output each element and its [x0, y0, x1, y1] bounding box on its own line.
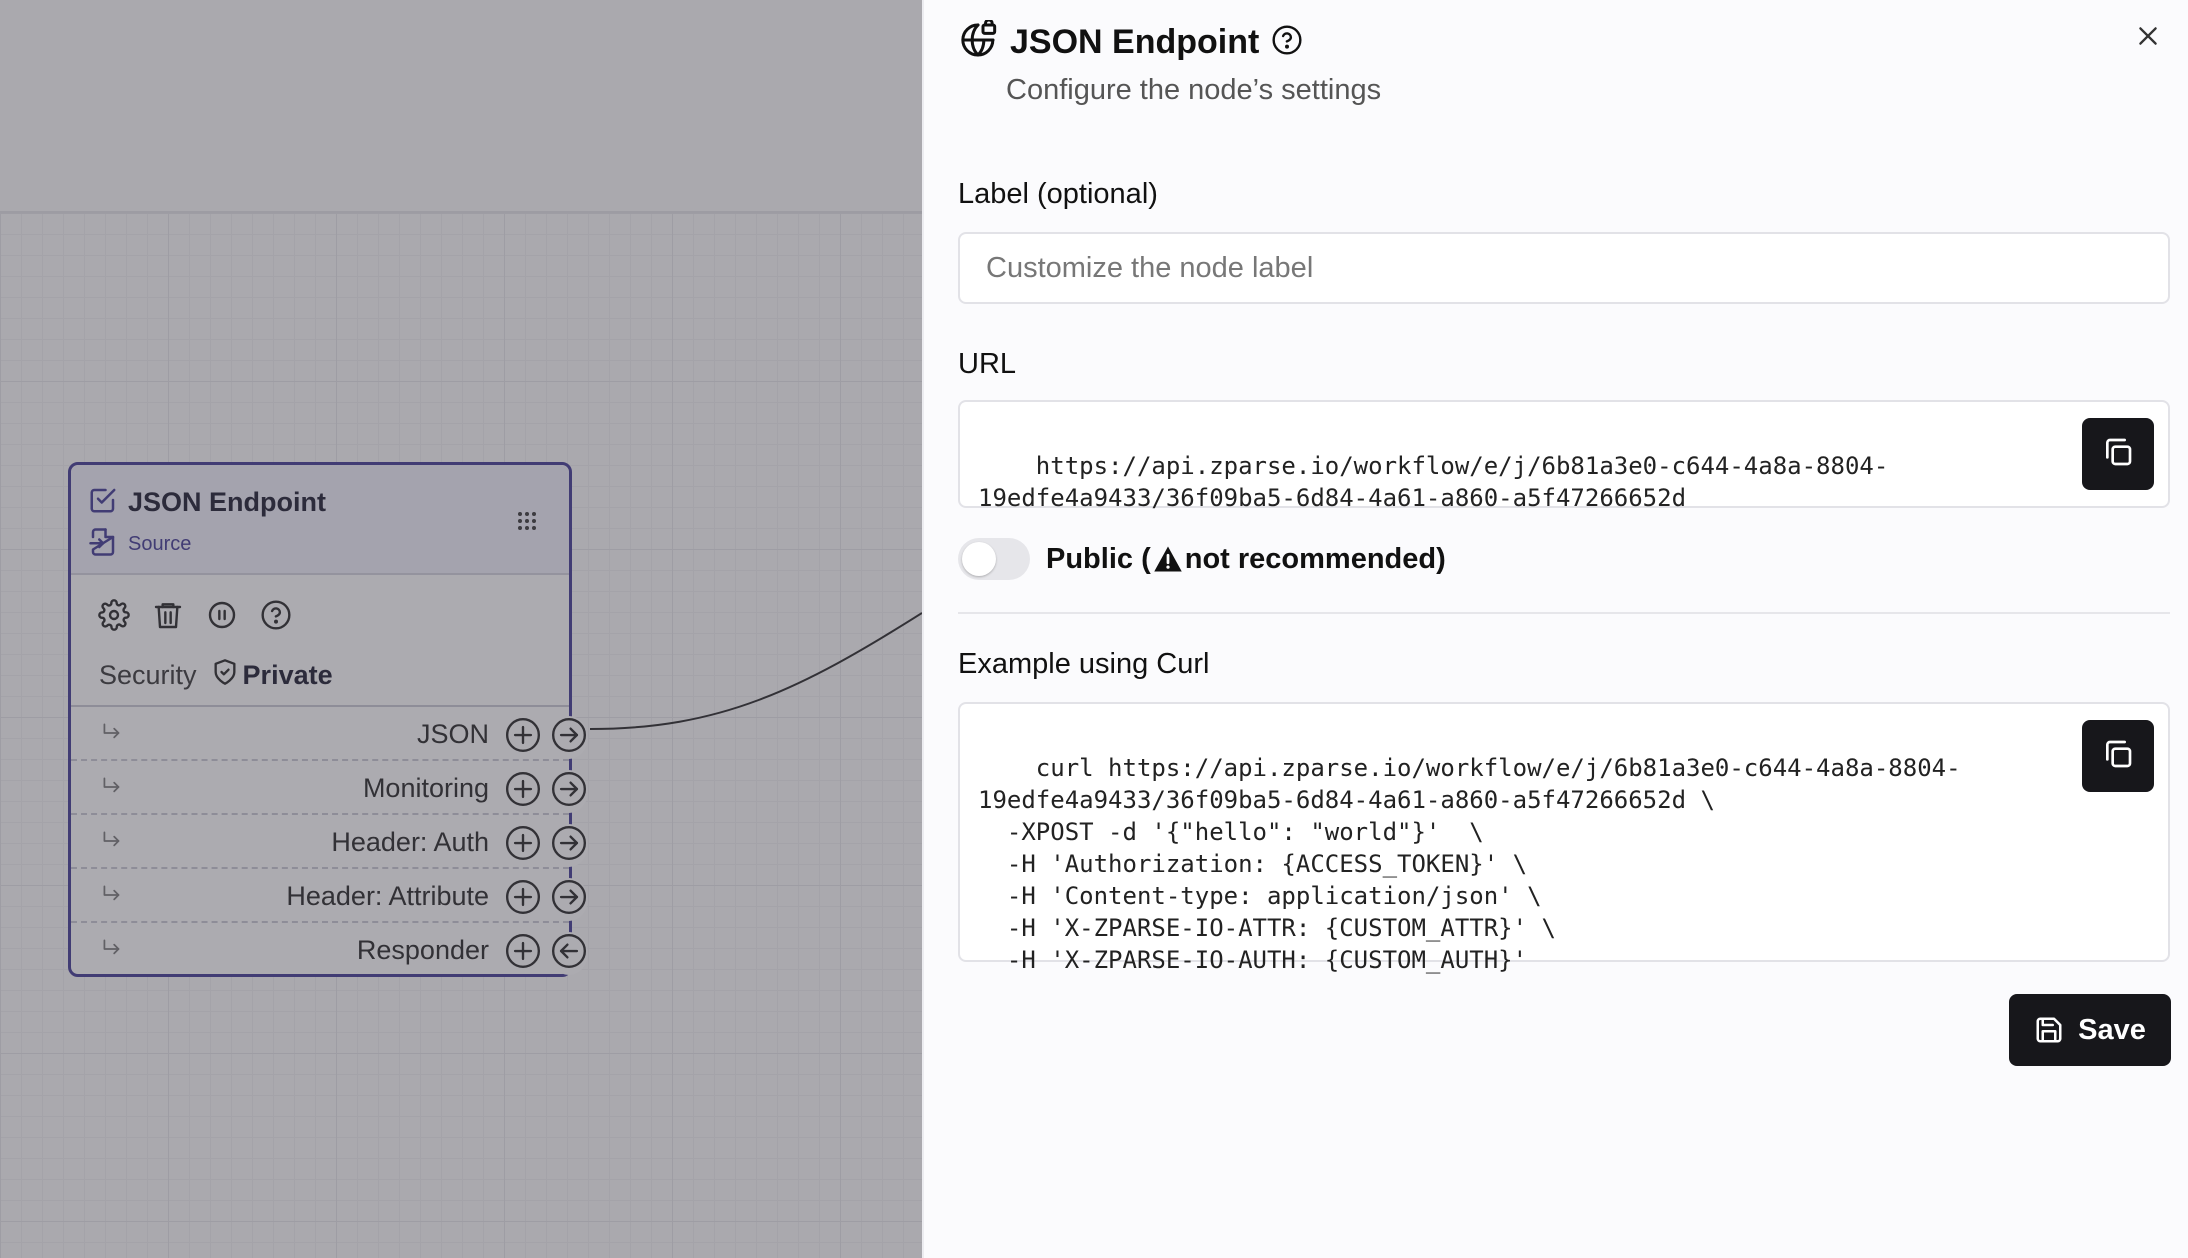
arrow-right-circle-icon[interactable] [550, 878, 588, 921]
curl-example-label: Example using Curl [958, 648, 1210, 680]
corner-arrow-icon [99, 828, 125, 859]
add-circle-icon[interactable] [504, 770, 542, 813]
arrow-left-circle-icon[interactable] [550, 932, 588, 975]
url-box: https://api.zparse.io/workflow/e/j/6b81a… [958, 400, 2170, 512]
output-row: JSON [71, 705, 588, 759]
public-label-suffix: not recommended) [1184, 542, 1446, 575]
pause-icon[interactable] [206, 599, 238, 636]
add-circle-icon[interactable] [504, 932, 542, 975]
arrow-right-circle-icon[interactable] [550, 716, 588, 759]
json-endpoint-node[interactable]: JSON Endpoint Source [68, 462, 588, 977]
arrow-right-circle-icon[interactable] [550, 770, 588, 813]
arrow-right-circle-icon[interactable] [550, 824, 588, 867]
node-settings-panel: JSON Endpoint Configure the node’s setti… [922, 0, 2188, 1258]
drag-handle-icon[interactable] [515, 509, 539, 538]
copy-icon [2102, 436, 2134, 473]
output-label: Header: Auth [331, 827, 489, 857]
output-label: Responder [356, 935, 489, 965]
add-circle-icon[interactable] [504, 716, 542, 759]
file-import-icon [88, 527, 118, 562]
corner-arrow-icon [99, 936, 125, 967]
save-button[interactable]: Save [2009, 994, 2171, 1066]
node-header[interactable]: JSON Endpoint Source [71, 465, 569, 575]
output-label: Monitoring [362, 773, 489, 803]
copy-curl-button[interactable] [2082, 720, 2154, 792]
security-label: Security [99, 660, 197, 690]
shield-check-icon [211, 657, 239, 694]
add-circle-icon[interactable] [504, 824, 542, 867]
warning-icon [1153, 545, 1183, 573]
close-button[interactable] [2130, 20, 2166, 56]
workflow-canvas[interactable]: JSON Endpoint Source [0, 0, 922, 1258]
connection-edge [589, 612, 922, 730]
save-label: Save [2078, 1013, 2146, 1046]
help-icon[interactable] [1271, 24, 1303, 61]
output-row: Responder [71, 921, 588, 975]
close-icon [2135, 23, 2161, 54]
toggle-knob [962, 542, 996, 576]
node-toolbar [98, 599, 292, 636]
globe-lock-icon [958, 18, 998, 65]
corner-arrow-icon [99, 882, 125, 913]
output-label: Header: Attribute [286, 881, 489, 911]
corner-arrow-icon [99, 774, 125, 805]
node-type-label: Source [128, 533, 192, 555]
security-value: Private [242, 660, 333, 690]
curl-example-code: curl https://api.zparse.io/workflow/e/j/… [978, 754, 1961, 974]
label-field-label: Label (optional) [958, 178, 1158, 210]
url-field-label: URL [958, 348, 1017, 380]
node-label-input[interactable] [958, 232, 2170, 304]
corner-arrow-icon [99, 720, 125, 751]
output-row: Header: Auth [71, 813, 588, 867]
curl-example-box: curl https://api.zparse.io/workflow/e/j/… [958, 702, 2170, 974]
node-title: JSON Endpoint [128, 487, 326, 517]
output-label: JSON [416, 719, 489, 749]
public-label-prefix: Public ( [1046, 542, 1151, 575]
canvas-toolbar-area [0, 0, 922, 213]
divider [958, 612, 2170, 614]
node-outputs: JSON Monitoring [71, 705, 588, 975]
copy-url-button[interactable] [2082, 418, 2154, 490]
gear-icon[interactable] [98, 599, 130, 636]
output-row: Header: Attribute [71, 867, 588, 921]
panel-subtitle: Configure the node’s settings [1006, 74, 1382, 106]
help-icon[interactable] [260, 599, 292, 636]
save-icon [2034, 1015, 2064, 1045]
modal-overlay[interactable] [0, 0, 922, 1258]
security-row: Security Private [99, 657, 333, 694]
public-toggle[interactable] [958, 538, 1030, 580]
public-toggle-label: Public ( not recommended) [1046, 543, 1446, 576]
copy-icon [2102, 738, 2134, 775]
checkbox-icon [88, 485, 118, 520]
trash-icon[interactable] [152, 599, 184, 636]
url-value: https://api.zparse.io/workflow/e/j/6b81a… [978, 452, 1889, 512]
add-circle-icon[interactable] [504, 878, 542, 921]
panel-title: JSON Endpoint [1010, 23, 1260, 61]
output-row: Monitoring [71, 759, 588, 813]
public-toggle-row: Public ( not recommended) [958, 538, 1446, 580]
